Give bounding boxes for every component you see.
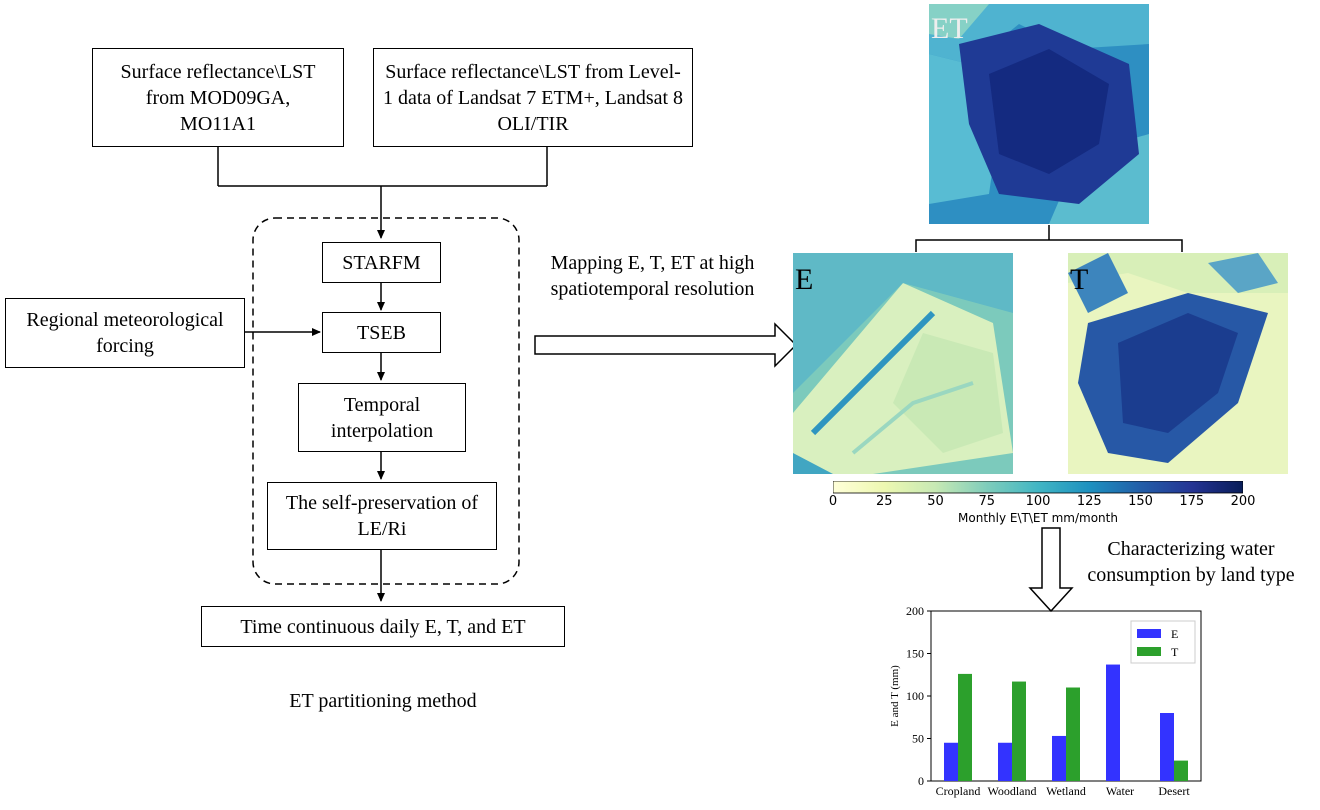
output-box: Time continuous daily E, T, and ET [201,606,565,647]
colorbar-tick-label: 175 [1179,494,1205,509]
e-map-letter: E [795,263,814,296]
characterize-label: Characterizing water consumption by land… [1087,538,1295,586]
y-tick-label: 50 [912,732,924,746]
y-tick-label: 150 [906,647,924,661]
x-tick-label: Water [1106,784,1134,798]
land-type-bar-chart: 0 50 100 150 200 E and T (mm) Cropland Woodland… [889,604,1202,798]
colorbar-tick-label: 100 [1025,494,1051,509]
mapping-arrow [534,322,798,368]
x-tick-label: Wetland [1046,784,1086,798]
landsat-input-text: Surface reflectance\LST from Level-1 dat… [382,60,684,135]
e-map-image [793,253,1013,474]
t-map-image [1068,253,1288,474]
x-tick-label: Woodland [987,784,1036,798]
legend-label-t: T [1171,645,1179,659]
et-map-image [929,4,1149,224]
colorbar-tick-label: 0 [828,494,838,509]
colorbar [833,481,1243,494]
starfm-text: STARFM [342,251,421,274]
tseb-box: TSEB [322,312,441,353]
y-tick-label: 100 [906,689,924,703]
et-map: ET [929,4,1149,224]
meteorological-forcing-text: Regional meteorological forcing [26,309,224,357]
bar-e-cropland [944,742,958,781]
et-map-letter: ET [931,12,968,45]
starfm-box: STARFM [322,242,441,283]
bar-e-desert [1160,713,1174,781]
output-text: Time continuous daily E, T, and ET [240,615,526,638]
tseb-text: TSEB [357,321,406,344]
colorbar-tick-label: 25 [875,494,893,509]
method-caption: ET partitioning method [289,690,477,712]
bar-t-woodland [1012,681,1026,781]
self-preservation-text: The self-preservation of LE/Ri [285,492,489,540]
bar-t-wetland [1066,687,1080,781]
x-tick-label: Desert [1158,784,1190,798]
colorbar-tick-label: 150 [1128,494,1153,509]
bar-t-cropland [958,673,972,781]
process-container [252,217,520,585]
bar-e-wetland [1052,735,1066,781]
bar-t-desert [1174,760,1188,781]
bar-e-water [1106,664,1120,781]
temporal-interpolation-box: Temporal interpolation [298,383,466,452]
colorbar-title: Monthly E\T\ET mm/month [958,511,1118,525]
characterize-arrow [1028,527,1074,613]
landsat-input-box: Surface reflectance\LST from Level-1 dat… [373,48,693,147]
colorbar-tick-label: 125 [1076,494,1102,509]
self-preservation-box: The self-preservation of LE/Ri [267,482,497,550]
bracket [915,239,1183,252]
t-map: T [1068,253,1288,474]
y-tick-label: 0 [918,774,924,788]
meteorological-forcing-box: Regional meteorological forcing [5,298,245,368]
mapping-label: Mapping E, T, ET at high spatiotemporal … [550,252,755,300]
legend-box [1130,620,1196,664]
y-tick-label: 200 [906,604,924,618]
x-tick-label: Cropland [936,784,981,798]
legend-label-e: E [1171,627,1178,641]
y-axis-label: E and T (mm) [889,665,901,727]
legend-swatch-e [1137,629,1161,638]
colorbar-tick-label: 50 [927,494,944,509]
e-map: E [793,253,1013,474]
colorbar-tick-label: 200 [1230,494,1256,509]
temporal-interpolation-text: Temporal interpolation [330,393,434,442]
colorbar-tick-label: 75 [978,494,996,509]
modis-input-box: Surface reflectance\LST from MOD09GA, MO… [92,48,344,147]
bar-e-woodland [998,742,1012,781]
modis-input-text: Surface reflectance\LST from MOD09GA, MO… [120,60,316,135]
t-map-letter: T [1070,263,1089,296]
legend-swatch-t [1137,647,1161,656]
